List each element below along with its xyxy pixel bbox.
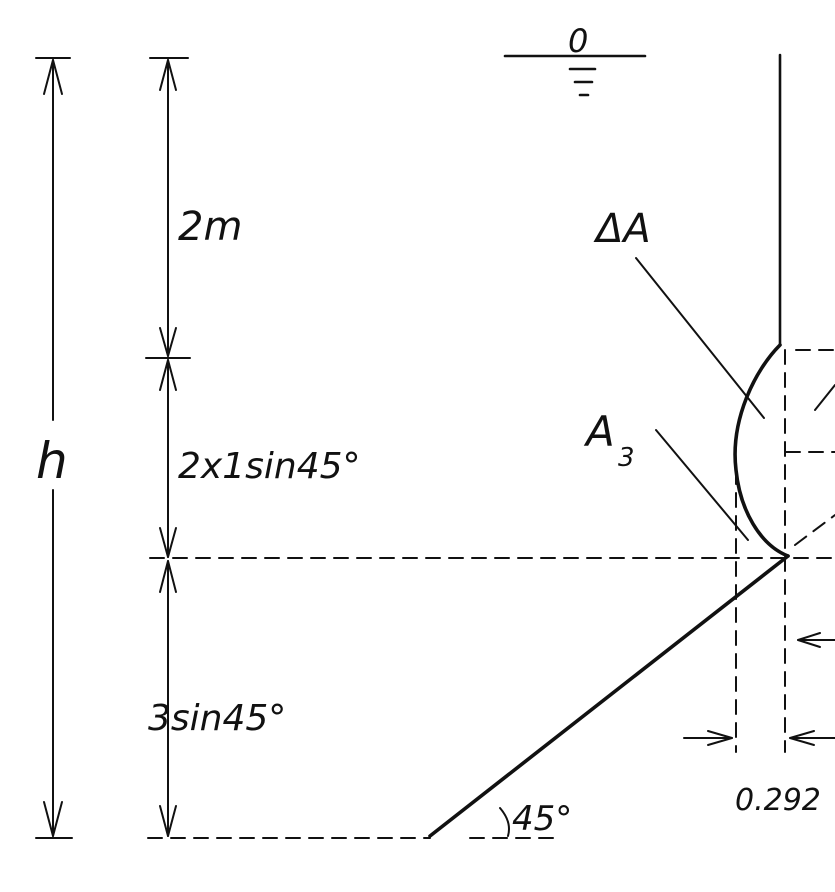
angle-arc	[499, 807, 510, 837]
dimension-chain: 2m 2x1sin45° 3sin45°	[145, 57, 361, 837]
surface-marker: 0	[568, 22, 588, 60]
a3-label: A	[583, 407, 615, 456]
segment-2m-arrow-down	[159, 327, 177, 357]
width-arrow-right-head	[789, 730, 815, 746]
width-value: 0.292	[735, 783, 821, 818]
label-2m: 2m	[178, 204, 242, 250]
angle-label: 45°	[512, 799, 572, 839]
width-arrow-left-head	[707, 730, 733, 746]
a3-leader	[655, 429, 749, 541]
water-surface-symbol: 0	[503, 22, 647, 97]
delta-a-leader	[635, 257, 765, 419]
label-3sin45: 3sin45°	[148, 698, 286, 739]
dimension-h: h	[35, 57, 73, 839]
segment-mid-arrow-up	[159, 359, 177, 391]
curved-gate-segment	[733, 343, 790, 558]
segment-mid-arrow-down	[159, 527, 177, 558]
arrow-mid-right-head	[797, 632, 821, 648]
delta-a-label: ΔA	[593, 206, 651, 252]
inclined-plane	[428, 554, 790, 838]
segment-2m-arrow-up	[159, 59, 177, 91]
a3-subscript: 3	[618, 443, 635, 473]
dashed-diagonal-right	[794, 514, 835, 546]
h-label: h	[36, 432, 68, 490]
h-arrow-down	[43, 801, 63, 837]
segment-low-arrow-down	[159, 805, 177, 837]
h-arrow-up	[43, 59, 63, 95]
partial-diagonal-right	[814, 384, 835, 411]
dimension-width: 0.292	[683, 730, 835, 818]
segment-low-arrow-up	[159, 560, 177, 593]
label-2x1sin45: 2x1sin45°	[178, 446, 361, 487]
